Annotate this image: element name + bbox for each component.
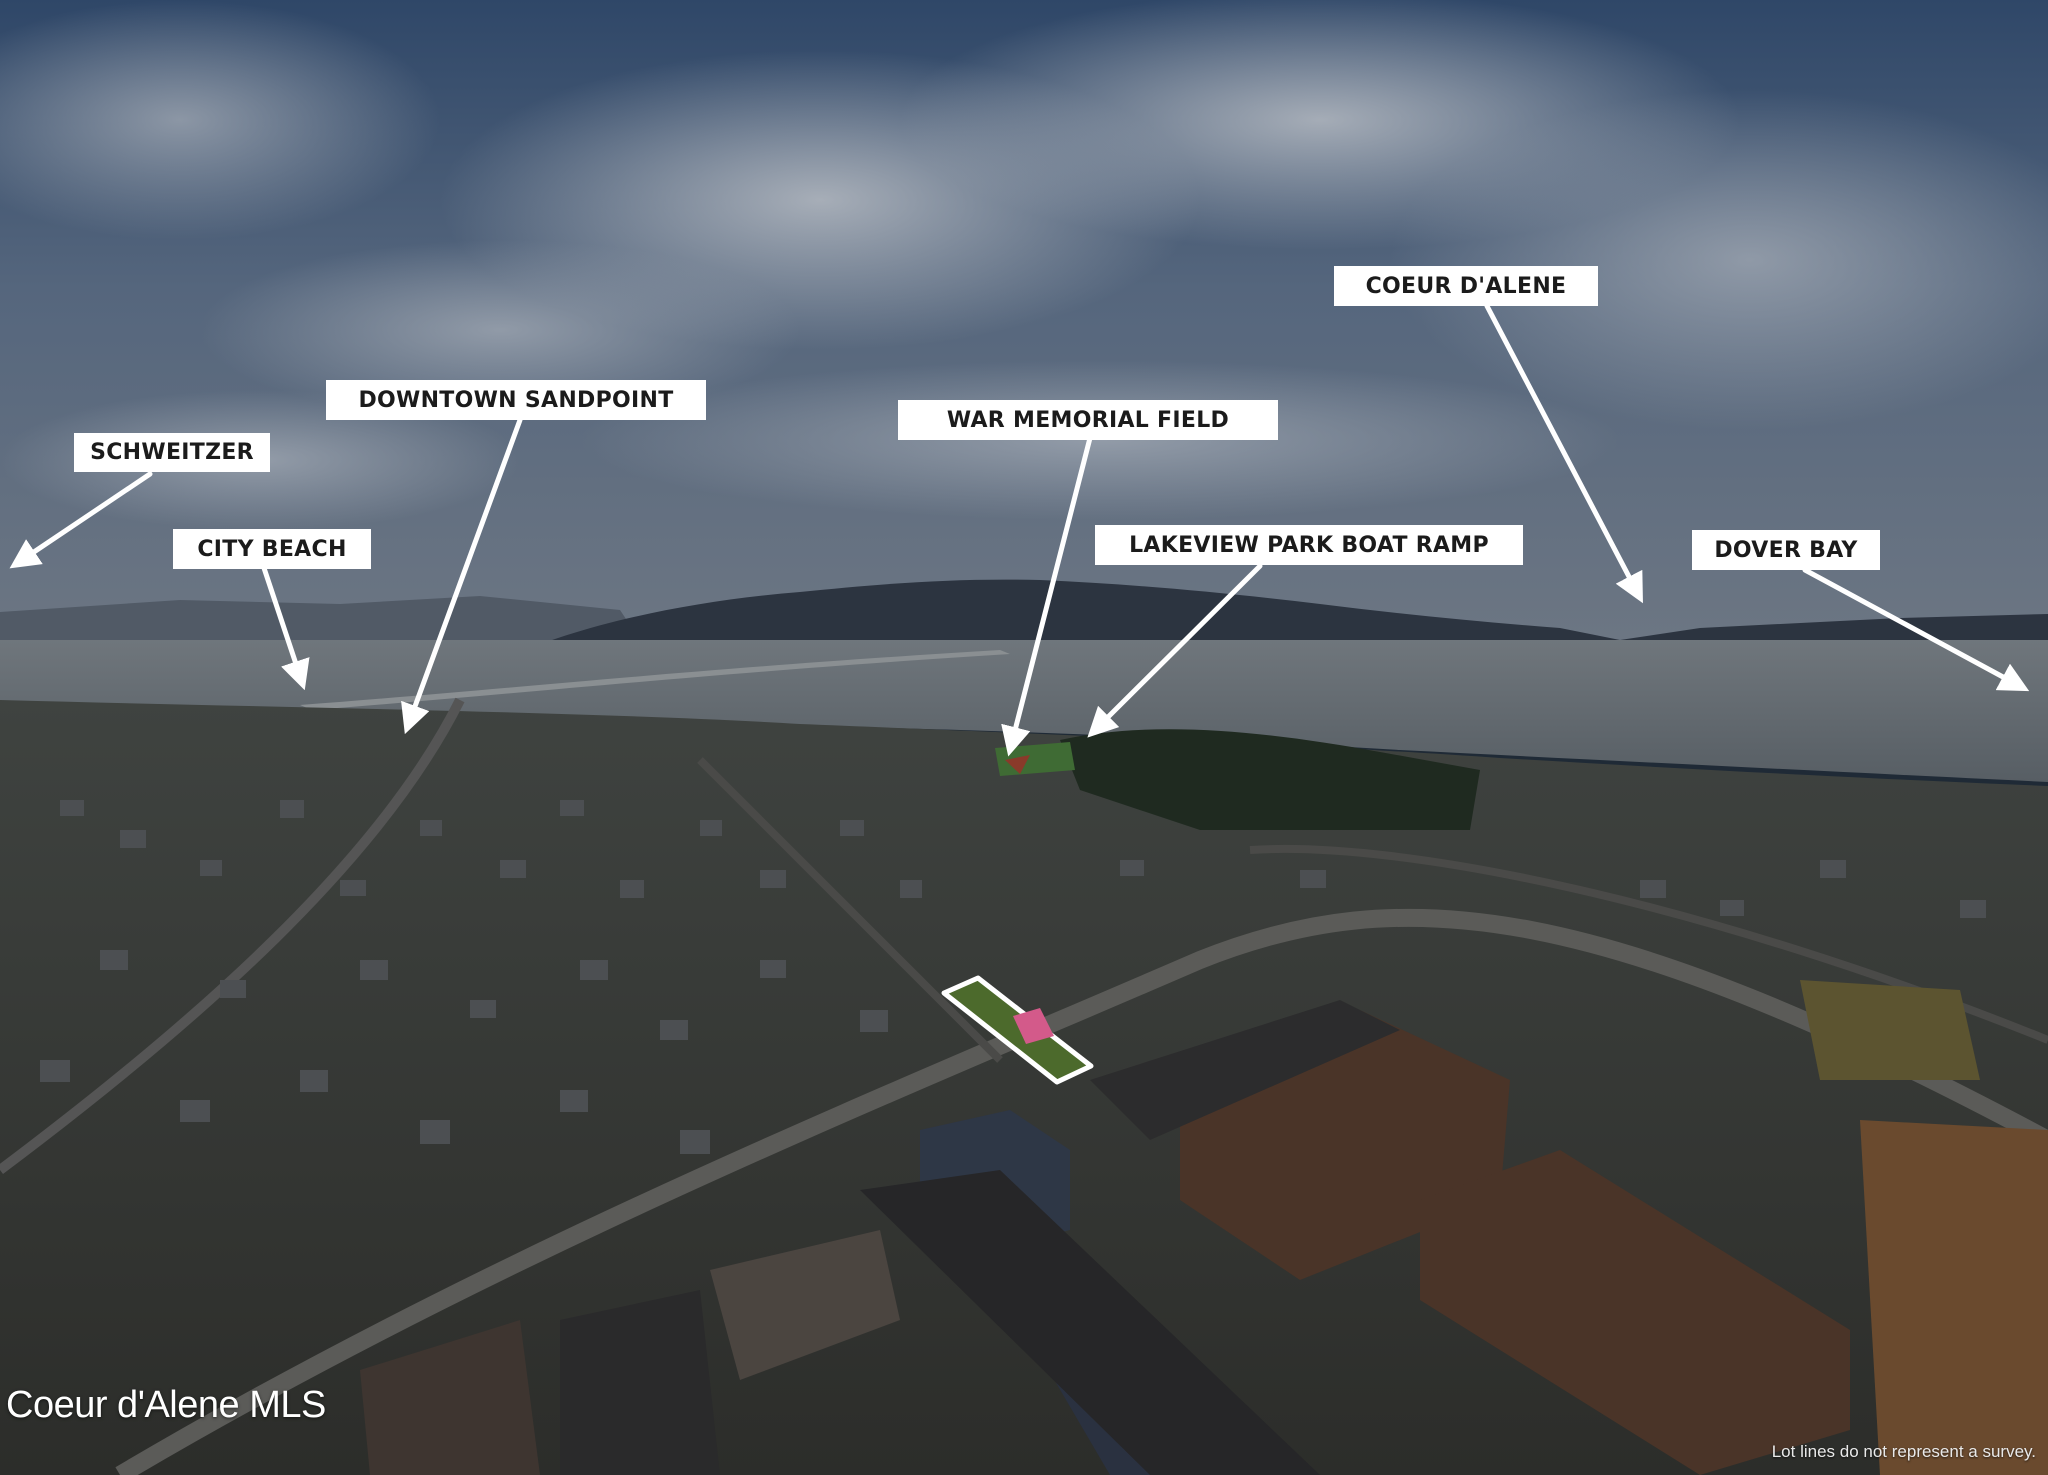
cloud (580, 360, 1620, 520)
marsh-field (1860, 1120, 2048, 1475)
survey-disclaimer: Lot lines do not represent a survey. (1771, 1442, 2036, 1461)
subject-lot-outline (941, 975, 1094, 1085)
label-lakeview-park-boat-ramp: LAKEVIEW PARK BOAT RAMP (1095, 525, 1523, 565)
houses (40, 800, 1986, 1154)
field (1800, 980, 1980, 1080)
street (1249, 844, 2048, 1044)
label-dover-bay: DOVER BAY (1692, 530, 1880, 570)
label-coeur-dalene: COEUR D'ALENE (1334, 266, 1598, 306)
street (697, 757, 1003, 1063)
label-downtown-sandpoint: DOWNTOWN SANDPOINT (326, 380, 706, 420)
ball-field (995, 742, 1075, 776)
solar-roof (710, 1230, 900, 1380)
street (0, 697, 465, 1174)
parking-lot (560, 1290, 720, 1475)
cloud (0, 0, 440, 240)
label-city-beach: CITY BEACH (173, 529, 371, 569)
subject-lot-house (1013, 1008, 1054, 1044)
label-schweitzer: SCHWEITZER (74, 433, 270, 472)
infield (1005, 755, 1030, 774)
apartment-complex (1420, 1150, 1850, 1475)
label-war-memorial-field: WAR MEMORIAL FIELD (898, 400, 1278, 440)
parking-lot (860, 1170, 1320, 1475)
parking-lot (1090, 1000, 1400, 1140)
mls-watermark: Coeur d'Alene MLS (6, 1384, 326, 1426)
main-street (115, 908, 2048, 1475)
treeline (1060, 729, 1480, 830)
cloud (200, 240, 800, 420)
mountain-ridge (525, 579, 2048, 655)
house-roof (360, 1320, 540, 1475)
